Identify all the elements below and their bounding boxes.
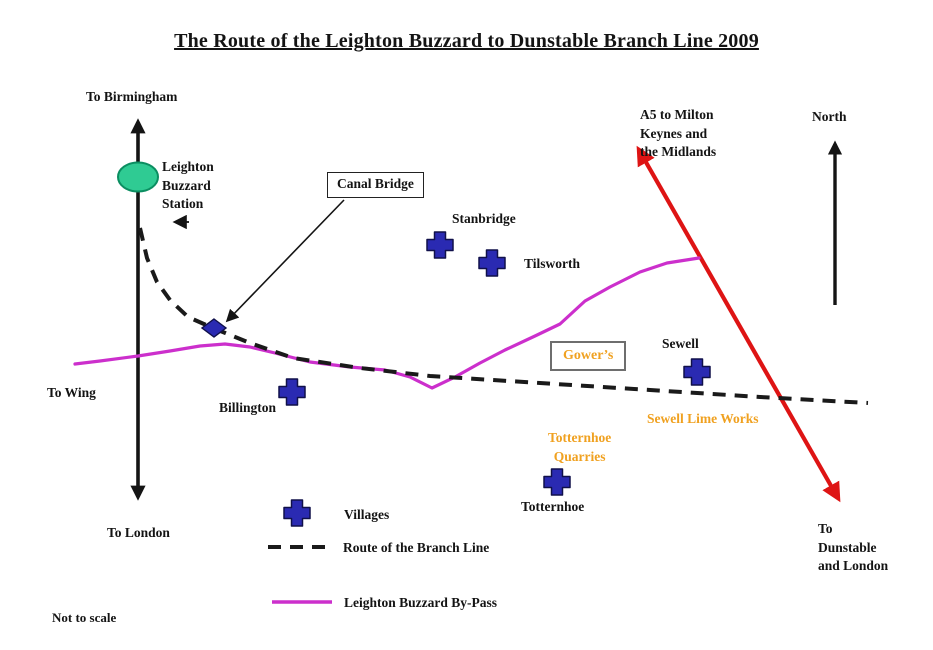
canal-bridge-label: Canal Bridge — [327, 172, 424, 198]
bypass-road-line — [73, 256, 701, 390]
canal-bridge-pointer-arrow — [225, 199, 345, 323]
legend-branch-line-label: Route of the Branch Line — [343, 540, 490, 555]
north-label: North — [812, 109, 847, 124]
gowers-label: Gower’s — [550, 341, 627, 372]
to-london-label: To London — [107, 525, 170, 540]
canal-bridge-marker — [200, 318, 228, 338]
village-marker-stanbridge — [426, 231, 454, 259]
branch-line-route — [138, 227, 869, 405]
map-title: The Route of the Leighton Buzzard to Dun… — [174, 30, 759, 52]
a5-road-arrow — [636, 145, 841, 503]
village-marker-billington — [278, 378, 306, 406]
village-label-billington: Billington — [219, 400, 277, 415]
totternhoe-quarries-label: Totternhoe Quarries — [548, 430, 612, 464]
village-label-sewell: Sewell — [662, 336, 699, 351]
to-wing-label: To Wing — [47, 385, 96, 400]
legend-villages-label: Villages — [344, 507, 390, 522]
village-marker-sewell — [683, 358, 711, 386]
village-marker-totternhoe — [543, 468, 571, 496]
legend-villages-marker — [283, 499, 311, 527]
village-label-stanbridge: Stanbridge — [452, 211, 516, 226]
legend-bypass-label: Leighton Buzzard By-Pass — [344, 595, 498, 610]
station-marker — [117, 161, 159, 193]
a5-road-label: A5 to Milton Keynes and the Midlands — [640, 107, 717, 160]
village-label-totternhoe: Totternhoe — [521, 499, 585, 514]
to-dunstable-label: To Dunstable and London — [818, 521, 889, 574]
village-marker-tilsworth — [478, 249, 506, 277]
station-label: Leighton Buzzard Station — [162, 159, 214, 212]
not-to-scale-label: Not to scale — [52, 610, 117, 625]
to-birmingham-label: To Birmingham — [86, 89, 178, 104]
village-label-tilsworth: Tilsworth — [524, 256, 581, 271]
sewell-lime-works-label: Sewell Lime Works — [647, 411, 759, 426]
